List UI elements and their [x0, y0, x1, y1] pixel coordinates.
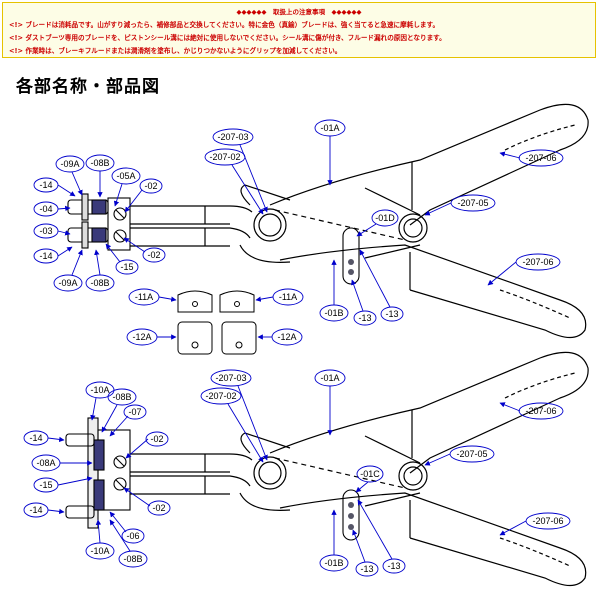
callout-label: -14: [39, 251, 52, 261]
callout-bubble: [212, 128, 254, 146]
callout-label: -04: [39, 204, 52, 214]
callout-label: -207-06: [525, 406, 556, 416]
callout-bubble: [382, 558, 406, 574]
callout-label: -08B: [90, 158, 109, 168]
callout-label: -14: [39, 180, 52, 190]
callout-label: -03: [39, 226, 52, 236]
callout-label: -207-06: [522, 257, 553, 267]
callout-label: -09A: [60, 159, 79, 169]
callout-label: -12A: [132, 332, 151, 342]
callout-label: -08B: [123, 554, 142, 564]
lower-plier-drawing: [65, 351, 589, 587]
callout-label: -01C: [360, 469, 380, 479]
callout-bubble: [356, 465, 384, 483]
callout-label: -01B: [324, 558, 343, 568]
callout-label: -207-02: [209, 152, 240, 162]
lower-callout-labels: -207-03 -207-02 -01A -207-06 -207-05 -20…: [29, 373, 563, 574]
callout-label: -01D: [375, 213, 395, 223]
callout-label: -207-06: [532, 516, 563, 526]
callout-bubble: [355, 561, 379, 577]
notice-box: ◆◆◆◆◆◆ 取扱上の注意事項 ◆◆◆◆◆◆ <!> ブレードは消耗品です。山が…: [2, 2, 596, 58]
callout-label: -09A: [58, 278, 77, 288]
callout-label: -207-02: [205, 391, 236, 401]
callout-label: -08B: [112, 392, 131, 402]
page-title: 各部名称・部品図: [16, 77, 160, 97]
callout-label: -01B: [324, 308, 343, 318]
callout-label: -15: [39, 480, 52, 490]
notice-line: <!> ダストブーツ専用のブレードを、ピストンシール溝には絶対に使用しないでくだ…: [9, 34, 446, 42]
callout-label: -13: [385, 309, 398, 319]
callout-label: -15: [120, 262, 133, 272]
callout-bubble: [55, 155, 85, 173]
callout-bubble: [145, 431, 169, 447]
callout-label: -11A: [279, 292, 297, 302]
callout-label: -13: [358, 313, 371, 323]
callout-bubble: [371, 209, 399, 227]
callout-label: -08A: [36, 458, 55, 468]
callout-label: -207-03: [217, 132, 248, 142]
callout-label: -12A: [277, 332, 296, 342]
callout-label: -02: [144, 181, 157, 191]
callout-label: -207-03: [215, 373, 246, 383]
callout-bubble: [210, 369, 252, 387]
callout-label: -207-05: [456, 449, 487, 459]
callout-bubble: [380, 306, 404, 322]
callout-label: -02: [150, 434, 163, 444]
callout-label: -10A: [90, 385, 109, 395]
callout-bubble: [121, 528, 145, 544]
callout-label: -10A: [90, 546, 109, 556]
callout-label: -08B: [90, 278, 109, 288]
callout-bubble: [123, 404, 147, 420]
callout-label: -14: [29, 433, 42, 443]
callout-bubble: [200, 387, 242, 405]
callout-label: -02: [147, 250, 160, 260]
callout-bubble: [118, 550, 148, 568]
callout-label: -01A: [320, 123, 339, 133]
upper-plier-drawing: [67, 103, 589, 355]
callout-bubble: [353, 310, 377, 326]
notice-line: <!> 作業時は、ブレーキフルードまたは潤滑剤を塗布し、かじりつかないようにグリ…: [9, 47, 342, 55]
notice-line: <!> ブレードは消耗品です。山がすり減ったら、補修部品と交換してください。特に…: [9, 21, 440, 29]
callout-label: -05A: [116, 171, 135, 181]
callout-bubble: [142, 247, 166, 263]
callout-label: -06: [126, 531, 139, 541]
callout-bubble: [147, 500, 171, 516]
callout-bubble: [139, 178, 163, 194]
callout-label: -13: [387, 561, 400, 571]
callout-label: -14: [29, 505, 42, 515]
callout-label: -13: [360, 564, 373, 574]
callout-bubble: [107, 388, 137, 406]
notice-heading: ◆◆◆◆◆◆ 取扱上の注意事項 ◆◆◆◆◆◆: [236, 8, 362, 16]
callout-label: -02: [152, 503, 165, 513]
callout-bubble: [111, 167, 141, 185]
upper-callout-labels: -207-03 -207-02 -01A -207-06 -207-05 -20…: [39, 123, 556, 342]
callout-bubble: [53, 274, 83, 292]
callout-bubble: [115, 259, 139, 275]
callout-label: -11A: [135, 292, 153, 302]
callout-label: -01A: [320, 373, 339, 383]
callout-label: -07: [128, 407, 141, 417]
callout-label: -207-05: [457, 198, 488, 208]
callout-label: -207-06: [525, 153, 556, 163]
